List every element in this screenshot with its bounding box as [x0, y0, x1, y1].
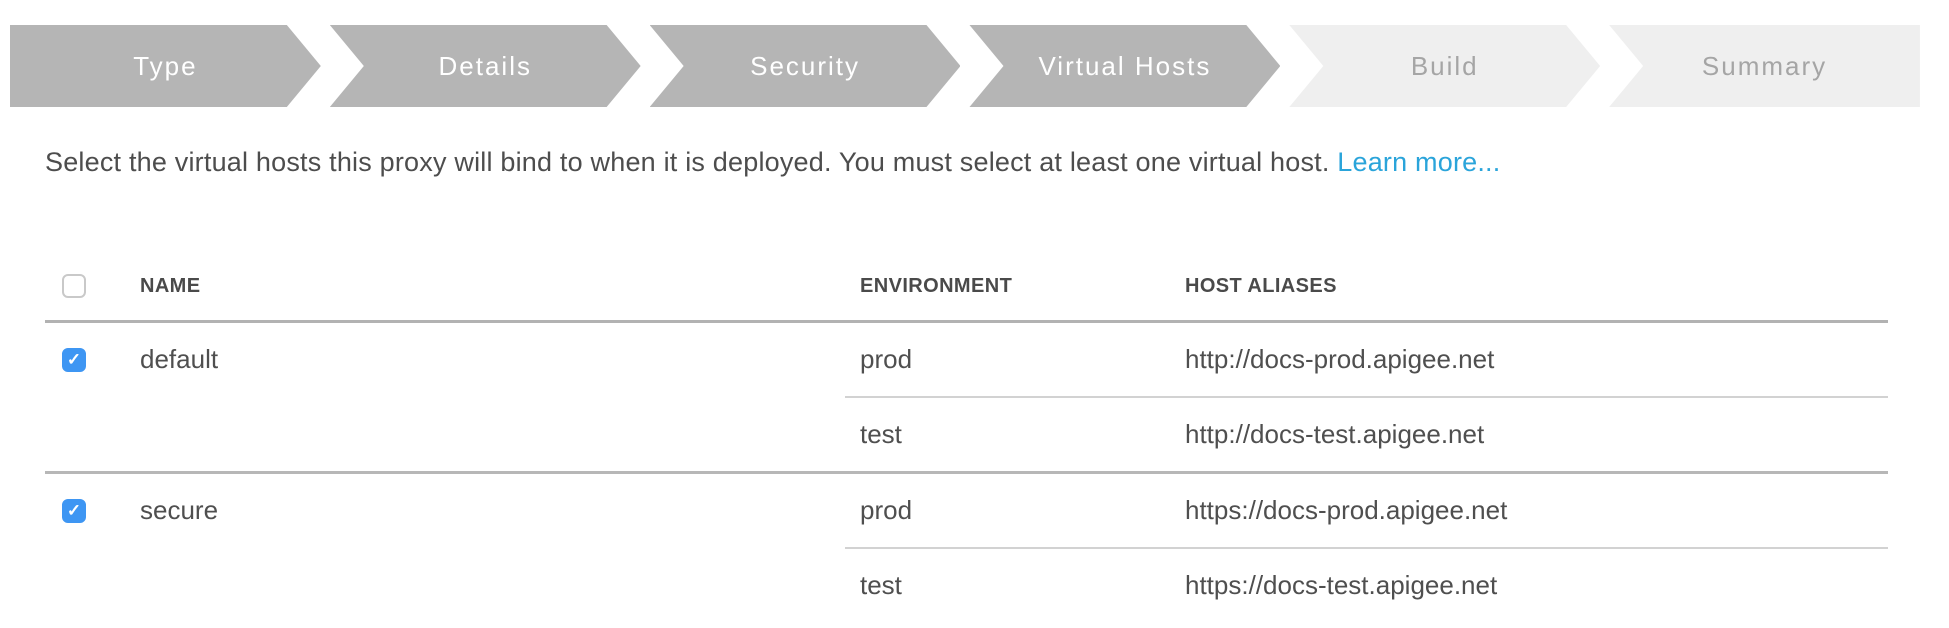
environment-value: test [860, 419, 902, 449]
step-details[interactable]: Details [330, 25, 641, 107]
step-build: Build [1289, 25, 1600, 107]
host-alias-value: http://docs-test.apigee.net [1185, 419, 1485, 449]
header-checkbox-cell: ✓ [45, 274, 140, 298]
select-all-checkbox[interactable]: ✓ [62, 274, 86, 298]
host-alias-value: https://docs-test.apigee.net [1185, 570, 1498, 600]
virtual-host-cell: ✓ default [45, 323, 845, 396]
table-row: ✓ default prod http://docs-prod.apigee.n… [45, 323, 1888, 474]
step-security[interactable]: Security [650, 25, 961, 107]
row-checkbox-secure[interactable]: ✓ [62, 498, 86, 523]
instruction-sentence: Select the virtual hosts this proxy will… [45, 147, 1330, 177]
environment-rows: prod https://docs-prod.apigee.net test h… [845, 474, 1888, 622]
learn-more-link[interactable]: Learn more... [1337, 147, 1501, 177]
checkmark-icon: ✓ [66, 501, 82, 520]
environment-row: prod https://docs-prod.apigee.net [845, 474, 1888, 547]
row-checkbox-default[interactable]: ✓ [62, 347, 86, 372]
environment-row: prod http://docs-prod.apigee.net [845, 323, 1888, 396]
checkmark-icon: ✓ [66, 350, 82, 369]
column-header-host-aliases: HOST ALIASES [1185, 274, 1337, 297]
step-summary: Summary [1609, 25, 1920, 107]
step-type[interactable]: Type [10, 25, 321, 107]
environment-value: test [860, 570, 902, 600]
column-header-environment: ENVIRONMENT [860, 274, 1013, 297]
column-header-name: NAME [140, 274, 201, 297]
virtual-host-name: default [140, 344, 219, 374]
host-alias-value: http://docs-prod.apigee.net [1185, 344, 1495, 374]
wizard-stepper: Type Details Security Virtual Hosts Buil… [10, 25, 1920, 107]
environment-rows: prod http://docs-prod.apigee.net test ht… [845, 323, 1888, 471]
table-header-row: ✓ NAME ENVIRONMENT HOST ALIASES [45, 252, 1888, 323]
table-row: ✓ secure prod https://docs-prod.apigee.n… [45, 474, 1888, 622]
host-alias-value: https://docs-prod.apigee.net [1185, 495, 1508, 525]
virtual-hosts-table: ✓ NAME ENVIRONMENT HOST ALIASES ✓ defaul… [45, 252, 1888, 622]
environment-value: prod [860, 495, 913, 525]
virtual-host-cell: ✓ secure [45, 474, 845, 547]
environment-value: prod [860, 344, 913, 374]
instruction-text: Select the virtual hosts this proxy will… [45, 147, 1889, 178]
environment-row: test http://docs-test.apigee.net [845, 396, 1888, 471]
virtual-host-name: secure [140, 495, 219, 525]
step-virtual-hosts[interactable]: Virtual Hosts [969, 25, 1280, 107]
environment-row: test https://docs-test.apigee.net [845, 547, 1888, 622]
